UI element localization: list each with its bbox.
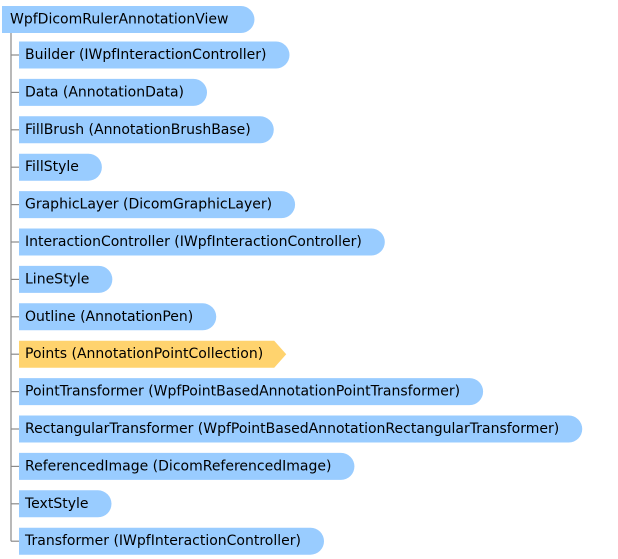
member-node-shape — [19, 265, 113, 293]
member-node: Transformer (IWpfInteractionController) — [19, 527, 324, 555]
member-nodes: Builder (IWpfInteractionController) Data … — [19, 41, 583, 555]
member-node: RectangularTransformer (WpfPointBasedAnn… — [19, 415, 583, 443]
member-node: LineStyle — [19, 265, 113, 293]
root-class-node-shape — [2, 6, 255, 33]
member-label: Data (AnnotationData) — [25, 84, 184, 100]
member-node: InteractionController (IWpfInteractionCo… — [19, 228, 385, 256]
member-node: Outline (AnnotationPen) — [19, 303, 217, 331]
member-node: GraphicLayer (DicomGraphicLayer) — [19, 191, 296, 219]
member-node: FillBrush (AnnotationBrushBase) — [19, 116, 274, 144]
member-label: FillStyle — [25, 159, 79, 175]
member-node-shape — [19, 490, 112, 518]
member-node-shape — [19, 527, 324, 555]
root-class-node: WpfDicomRulerAnnotationView — [2, 6, 255, 33]
member-node-shape — [19, 228, 385, 256]
member-label: TextStyle — [24, 496, 88, 512]
member-label: ReferencedImage (DicomReferencedImage) — [25, 458, 331, 474]
member-label: Transformer (IWpfInteractionController) — [24, 533, 301, 549]
member-label: LineStyle — [25, 271, 89, 287]
member-node-shape-highlighted — [19, 340, 287, 368]
member-label: Points (AnnotationPointCollection) — [25, 346, 263, 362]
member-node: FillStyle — [19, 153, 102, 181]
member-node-shape — [19, 78, 208, 106]
member-node-shape — [19, 116, 274, 144]
member-node: ReferencedImage (DicomReferencedImage) — [19, 452, 355, 480]
member-label: Outline (AnnotationPen) — [25, 309, 193, 325]
member-label: FillBrush (AnnotationBrushBase) — [25, 122, 251, 138]
member-label: PointTransformer (WpfPointBasedAnnotatio… — [25, 384, 460, 400]
member-node-shape — [19, 191, 296, 219]
member-label: GraphicLayer (DicomGraphicLayer) — [25, 197, 272, 213]
member-node: Points (AnnotationPointCollection) — [19, 340, 287, 368]
member-node-shape — [19, 303, 217, 331]
member-node-shape — [19, 153, 102, 181]
tree-connectors — [10, 33, 19, 542]
member-node: TextStyle — [19, 490, 112, 518]
member-node: PointTransformer (WpfPointBasedAnnotatio… — [19, 378, 484, 406]
member-label: Builder (IWpfInteractionController) — [25, 47, 267, 63]
member-label: InteractionController (IWpfInteractionCo… — [25, 234, 362, 250]
member-node-shape — [19, 41, 290, 69]
member-label: RectangularTransformer (WpfPointBasedAnn… — [25, 421, 559, 437]
member-node-shape — [19, 378, 484, 406]
member-node: Builder (IWpfInteractionController) — [19, 41, 290, 69]
root-class-label: WpfDicomRulerAnnotationView — [10, 12, 228, 28]
member-node: Data (AnnotationData) — [19, 78, 208, 106]
member-node-shape — [19, 415, 583, 443]
member-node-shape — [19, 452, 355, 480]
